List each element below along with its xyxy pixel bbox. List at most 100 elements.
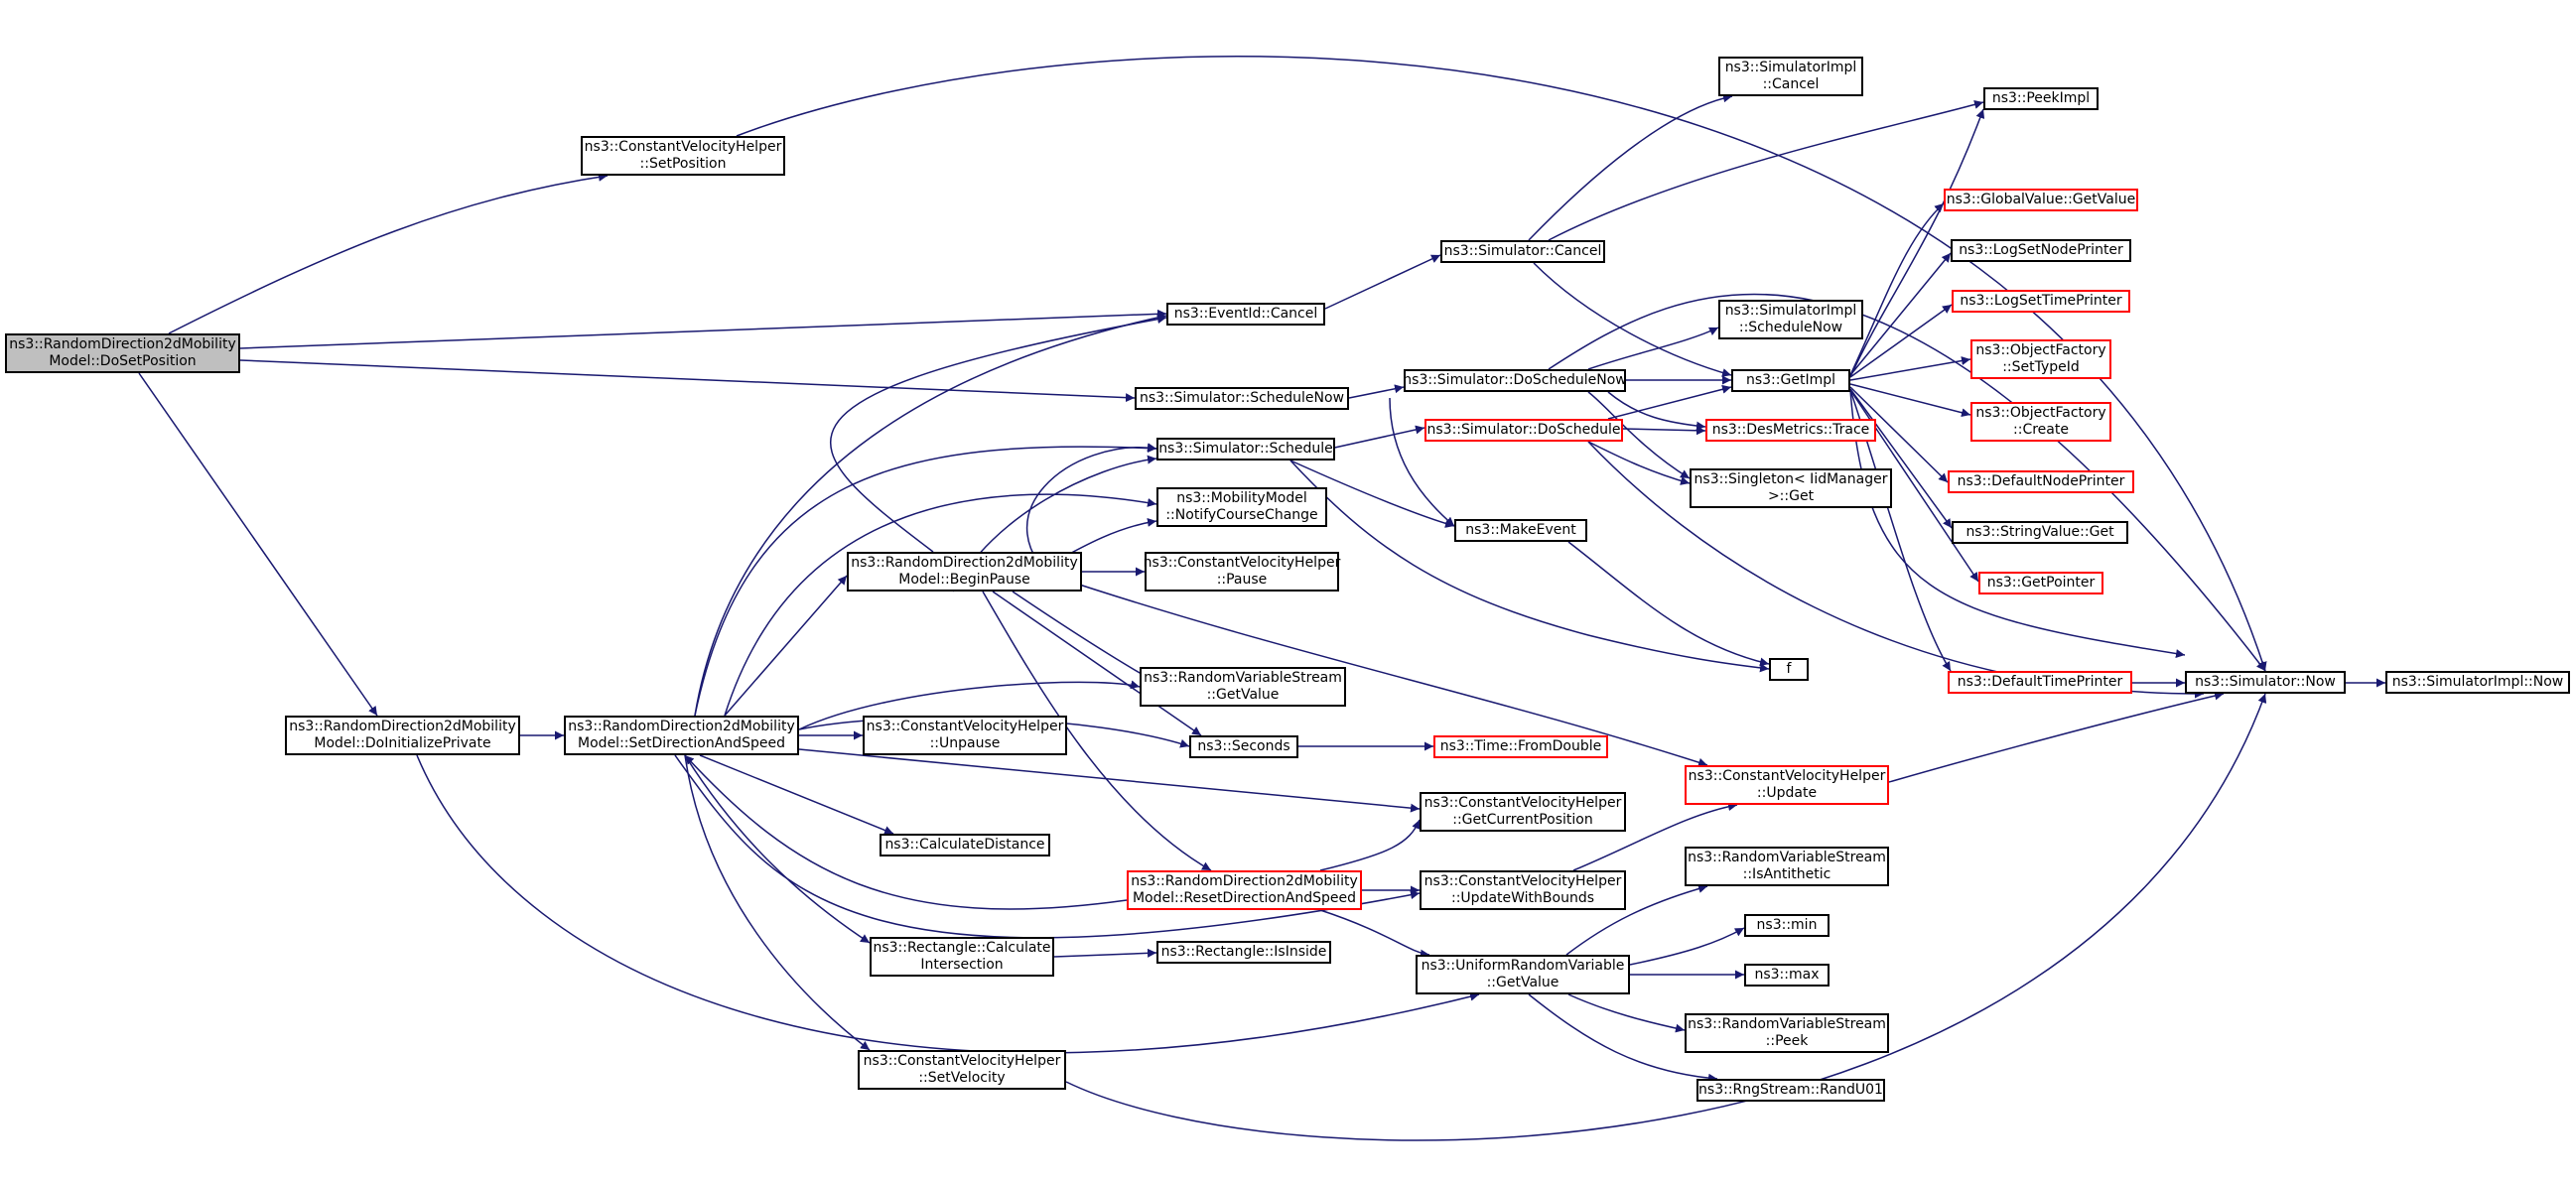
call-edge <box>1849 386 1949 483</box>
call-edge <box>239 309 1167 349</box>
node-make-event[interactable]: ns3::MakeEvent <box>1454 519 1587 542</box>
call-edge <box>1528 93 1733 241</box>
call-edge <box>684 754 871 944</box>
call-edge <box>1629 927 1745 966</box>
node-getimpl[interactable]: ns3::GetImpl <box>1731 369 1850 392</box>
call-edge <box>724 575 848 717</box>
node-urv-getvalue[interactable]: ns3::UniformRandomVariable::GetValue <box>1416 955 1630 994</box>
node-calculate-distance[interactable]: ns3::CalculateDistance <box>880 834 1050 856</box>
call-edge <box>239 359 1136 403</box>
node-eventid-cancel[interactable]: ns3::EventId::Cancel <box>1166 303 1325 326</box>
node-globalvalue-getvalue[interactable]: ns3::GlobalValue::GetValue <box>1944 189 2138 211</box>
call-edge <box>1065 693 2267 1141</box>
node-simulatorimpl-now[interactable]: ns3::SimulatorImpl::Now <box>2385 671 2570 694</box>
node-max[interactable]: ns3::max <box>1744 964 1830 987</box>
call-edge <box>694 444 1157 717</box>
node-simulator-now[interactable]: ns3::Simulator::Now <box>2185 671 2346 694</box>
node-rvs-getvalue[interactable]: ns3::RandomVariableStream::GetValue <box>1140 667 1346 707</box>
node-desmetrics-trace[interactable]: ns3::DesMetrics::Trace <box>1705 419 1876 442</box>
node-simulatorimpl-schedule-now[interactable]: ns3::SimulatorImpl::ScheduleNow <box>1718 300 1863 339</box>
call-edge <box>798 748 1421 813</box>
node-get-pointer[interactable]: ns3::GetPointer <box>1978 572 2103 594</box>
call-edge <box>1289 460 1455 528</box>
call-edge <box>1051 575 1708 767</box>
node-default-node-printer[interactable]: ns3::DefaultNodePrinter <box>1948 470 2134 493</box>
call-edge <box>1849 383 1971 418</box>
call-edge <box>1319 909 1430 959</box>
node-rvs-is-antithetic[interactable]: ns3::RandomVariableStream::IsAntithetic <box>1685 847 1889 886</box>
node-seconds[interactable]: ns3::Seconds <box>1189 735 1298 758</box>
call-edge <box>684 754 1128 910</box>
call-edge <box>982 591 1212 871</box>
call-edge <box>798 680 1141 730</box>
call-edge <box>138 372 378 717</box>
call-edge <box>736 56 2267 672</box>
call-edge <box>694 313 1167 717</box>
call-edge <box>1053 948 1157 958</box>
call-edge <box>1888 691 2225 783</box>
call-edge <box>1548 100 1984 241</box>
call-edge <box>1565 884 1708 956</box>
node-simulator-do-schedule-now[interactable]: ns3::Simulator::DoScheduleNow <box>1403 369 1627 392</box>
node-peekimpl[interactable]: ns3::PeekImpl <box>1983 87 2099 110</box>
node-objectfactory-settypeid[interactable]: ns3::ObjectFactory::SetTypeId <box>1970 339 2111 379</box>
node-simulator-do-schedule[interactable]: ns3::Simulator::DoSchedule <box>1424 419 1623 442</box>
node-rectangle-is-inside[interactable]: ns3::Rectangle::IsInside <box>1156 941 1331 964</box>
call-edge <box>1607 384 1732 420</box>
call-edge <box>674 754 1421 939</box>
node-cvh-set-velocity[interactable]: ns3::ConstantVelocityHelper::SetVelocity <box>858 1050 1066 1090</box>
call-edge <box>1389 397 1455 527</box>
call-edge <box>1849 304 1953 378</box>
call-edge <box>1849 108 1985 378</box>
node-simulator-schedule-now[interactable]: ns3::Simulator::ScheduleNow <box>1135 387 1349 410</box>
node-cvh-update-with-bounds[interactable]: ns3::ConstantVelocityHelper::UpdateWithB… <box>1420 870 1626 910</box>
call-edge <box>168 172 609 334</box>
node-simulator-cancel[interactable]: ns3::Simulator::Cancel <box>1440 240 1605 263</box>
node-stringvalue-get[interactable]: ns3::StringValue::Get <box>1952 521 2128 544</box>
node-log-set-time-printer[interactable]: ns3::LogSetTimePrinter <box>1952 290 2130 313</box>
node-rngstream-randu01[interactable]: ns3::RngStream::RandU01 <box>1696 1079 1885 1102</box>
call-edge <box>1849 389 2186 659</box>
node-mobilitymodel-notify-course-change[interactable]: ns3::MobilityModel::NotifyCourseChange <box>1156 487 1327 527</box>
call-edge <box>1849 356 1971 381</box>
call-edge <box>1533 262 1732 377</box>
node-min[interactable]: ns3::min <box>1744 914 1830 937</box>
node-simulator-schedule[interactable]: ns3::Simulator::Schedule <box>1156 438 1335 461</box>
node-time-fromdouble[interactable]: ns3::Time::FromDouble <box>1433 735 1608 758</box>
call-edge <box>1849 252 1952 376</box>
call-edge <box>1607 391 1706 431</box>
node-cvh-pause[interactable]: ns3::ConstantVelocityHelper::Pause <box>1144 552 1340 592</box>
node-singleton-iidmanager-get[interactable]: ns3::Singleton< IidManager >::Get <box>1690 468 1892 508</box>
node-objectfactory-create[interactable]: ns3::ObjectFactory::Create <box>1970 402 2111 442</box>
call-edge <box>1348 384 1405 399</box>
call-edge <box>699 754 894 835</box>
call-edge <box>1572 802 1738 871</box>
node-cvh-unpause[interactable]: ns3::ConstantVelocityHelper::Unpause <box>863 716 1067 755</box>
node-rvs-peek[interactable]: ns3::RandomVariableStream::Peek <box>1685 1013 1889 1053</box>
call-edge <box>724 493 1157 717</box>
call-edge <box>1528 993 1718 1083</box>
node-log-set-node-printer[interactable]: ns3::LogSetNodePrinter <box>1951 239 2131 262</box>
node-simulatorimpl-cancel[interactable]: ns3::SimulatorImpl::Cancel <box>1718 57 1863 96</box>
call-edge <box>1567 993 1686 1033</box>
call-edge <box>1622 426 1706 436</box>
call-edge <box>1324 254 1441 310</box>
node-default-time-printer[interactable]: ns3::DefaultTimePrinter <box>1948 671 2132 694</box>
call-edge <box>1567 541 1770 667</box>
node-f[interactable]: f <box>1769 658 1809 681</box>
node-cvh-get-current-position[interactable]: ns3::ConstantVelocityHelper::GetCurrentP… <box>1420 792 1626 832</box>
call-edge <box>1849 202 1945 376</box>
call-edge <box>416 754 1480 1054</box>
node-cvh-set-position[interactable]: ns3::ConstantVelocityHelper::SetPosition <box>581 136 785 176</box>
call-edge <box>1587 327 1719 370</box>
node-cvh-update[interactable]: ns3::ConstantVelocityHelper::Update <box>1685 765 1889 805</box>
call-edge <box>830 315 1167 553</box>
call-edge <box>1849 388 1953 529</box>
